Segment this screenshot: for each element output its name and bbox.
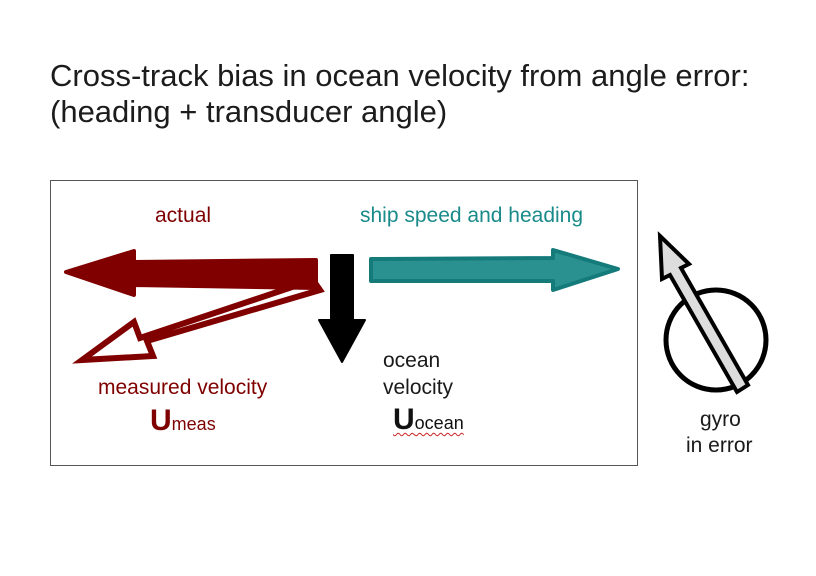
diagram-title: Cross-track bias in ocean velocity from … [50, 58, 790, 130]
gyro-compass-icon [657, 231, 769, 395]
measured-velocity-label: measured velocity [98, 376, 268, 399]
ocean-label: ocean [383, 349, 441, 372]
measured-velocity-arrow [72, 276, 325, 364]
u-ocean-subscript: ocean [414, 413, 464, 433]
u-ocean-symbol: Uocean [393, 403, 464, 437]
ship-speed-label: ship speed and heading [360, 204, 584, 227]
ocean-velocity-arrow [318, 254, 366, 363]
diagram-frame [50, 180, 638, 466]
gyro-label: gyro [700, 408, 741, 431]
u-meas-symbol: Umeas [150, 404, 216, 438]
actual-velocity-arrow [64, 249, 318, 297]
actual-label: actual [155, 204, 212, 227]
title-line-2: (heading + transducer angle) [50, 94, 448, 129]
title-line-1: Cross-track bias in ocean velocity from … [50, 58, 750, 93]
ship-speed-arrow [369, 248, 620, 292]
u-meas-main: U [150, 404, 172, 437]
velocity-label: velocity [383, 376, 454, 399]
u-meas-subscript: meas [171, 414, 216, 434]
in-error-label: in error [686, 434, 753, 457]
u-ocean-main: U [393, 403, 415, 436]
